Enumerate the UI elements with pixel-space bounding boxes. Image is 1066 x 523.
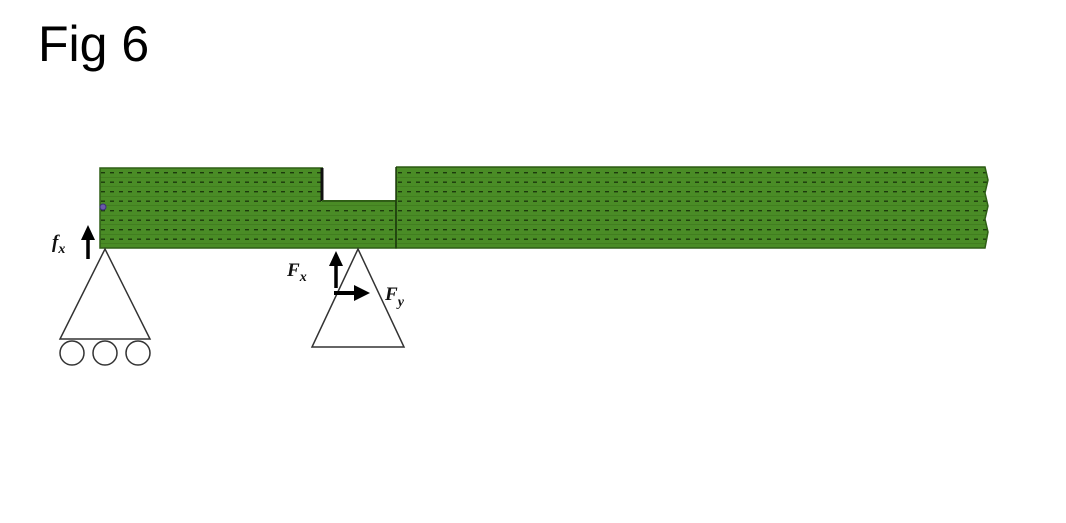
roller-wheel bbox=[59, 340, 85, 366]
reaction-arrow-right-vertical bbox=[329, 251, 343, 288]
roller-support bbox=[58, 247, 152, 366]
node-marker bbox=[99, 203, 107, 211]
beam bbox=[99, 166, 989, 249]
reaction-arrow-right-horizontal bbox=[334, 285, 370, 301]
notch-gap bbox=[323, 166, 396, 200]
label-fx-left: fx bbox=[52, 232, 65, 257]
beam-right-segment bbox=[395, 166, 989, 249]
roller-triangle bbox=[58, 247, 152, 340]
label-Fy-right: Fy bbox=[384, 284, 405, 310]
roller-wheel bbox=[92, 340, 118, 366]
figure-title: Fig 6 bbox=[38, 16, 150, 72]
roller-wheel bbox=[125, 340, 151, 366]
reaction-arrow-left bbox=[81, 225, 95, 259]
label-Fx-right: Fx bbox=[286, 260, 307, 285]
